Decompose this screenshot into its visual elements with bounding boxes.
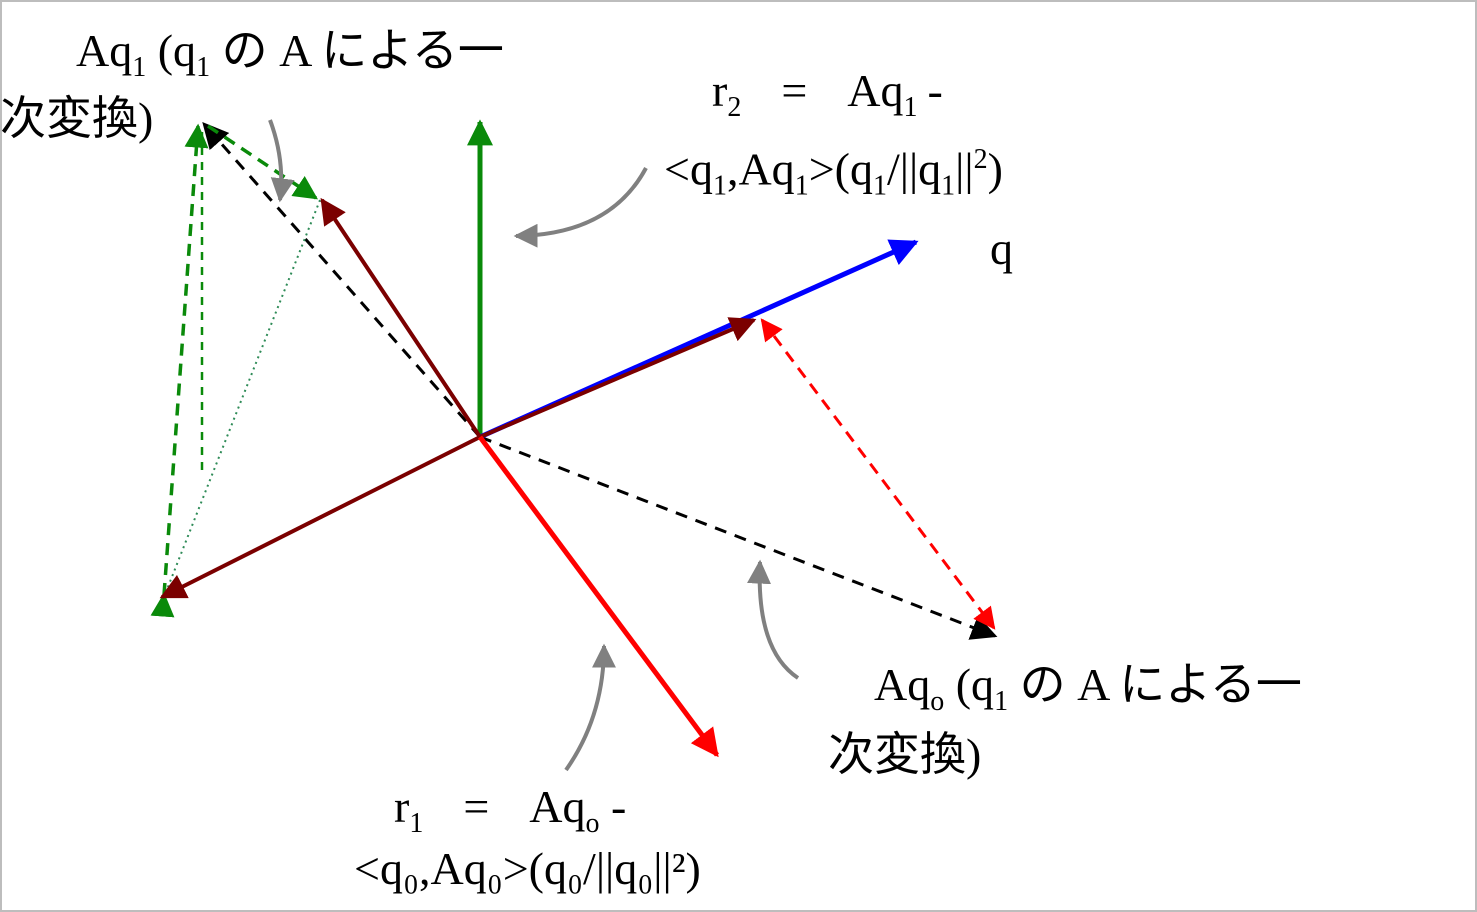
callout-arrow-aq0: [747, 559, 800, 680]
callout-arrow-r1: [564, 643, 616, 772]
label-aq1-line1: Aq1 (q1 の A による一: [76, 25, 504, 84]
darkred-vector-right: [479, 317, 757, 439]
green-dashed-left: [150, 123, 209, 618]
darkred-vector-up: [320, 197, 482, 439]
label-aq1-box: Aq1 (q1 の A による一 次変換): [0, 0, 640, 142]
label-r1-line2-box: <q₀,Aq₀>(q₀/||q₀||²): [340, 846, 780, 892]
callout-arrow-r2: [513, 167, 648, 248]
red-dashed-double-arrow: [760, 318, 996, 630]
label-aq0-line2: 次変換): [828, 729, 982, 780]
label-r1-line2: <q₀,Aq₀>(q₀/||q₀||²): [354, 843, 701, 894]
label-aq0-box: Aqo (q1 の A による一 次変換): [820, 656, 1420, 778]
green-dashed-top: [207, 124, 318, 200]
label-aq0-line1: Aqo (q1 の A による一: [874, 659, 1302, 718]
green-dotted-diagonal: [165, 199, 321, 593]
label-r1-line1: r1=Aqo -: [394, 781, 627, 840]
label-aq1-line2: 次変換): [0, 93, 154, 144]
red-vector-r1: [477, 435, 720, 758]
label-r2-line1: r2=Aq1-: [712, 65, 943, 124]
darkred-vector-left: [159, 435, 481, 599]
dashed-line-aq0: [479, 435, 998, 640]
callout-arrow-aq1: [268, 119, 295, 203]
dashed-line-aq1: [202, 122, 482, 438]
label-r2-line2: <q1,Aq1>(q1/||q1||2): [664, 143, 1003, 202]
label-q: q: [990, 223, 1013, 274]
